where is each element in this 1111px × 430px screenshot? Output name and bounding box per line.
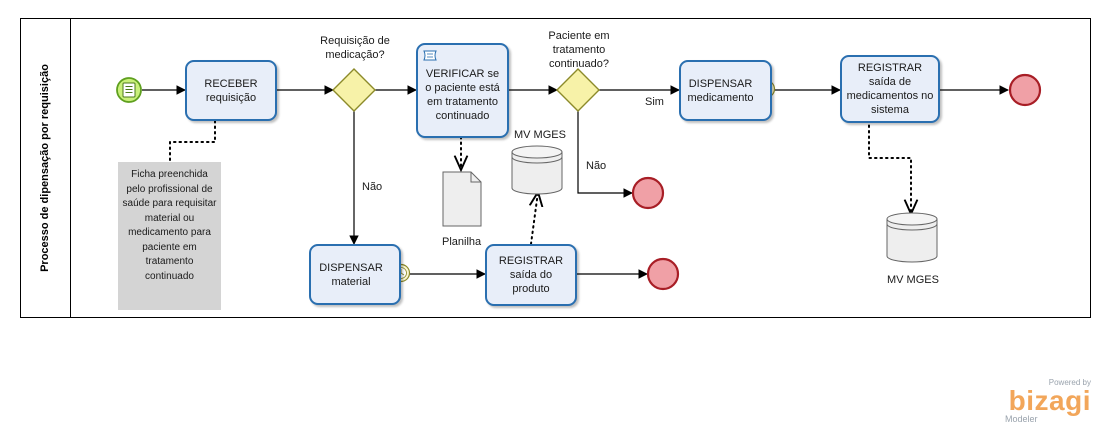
- end-event-1[interactable]: [1008, 73, 1042, 107]
- flow-gateway2-to-end: [577, 111, 633, 198]
- script-icon: [422, 48, 438, 61]
- pool-label-text: Processo de dipensação por requisição: [39, 64, 52, 272]
- task-label: DISPENSAR medicamento: [687, 77, 754, 104]
- association-mv-mges-1: [531, 192, 538, 245]
- data-store-mv-mges-1[interactable]: [511, 145, 563, 195]
- end-event-2[interactable]: [631, 176, 665, 210]
- flow-label-nao-1: Não: [362, 181, 383, 193]
- association-mv-mges-2: [868, 119, 911, 214]
- data-store-label-mv-mges-1: MV MGES: [514, 129, 566, 141]
- data-object-label-planilha: Planilha: [442, 236, 482, 248]
- task-label: DISPENSAR material: [319, 261, 383, 288]
- task-label: REGISTRAR saída de medicamentos no siste…: [846, 62, 934, 116]
- gateway-requisicao[interactable]: [332, 68, 376, 112]
- task-label: REGISTRAR saída do produto: [498, 255, 564, 295]
- sequence-flows: [142, 85, 1009, 279]
- powered-by-text: Powered by: [1048, 378, 1091, 387]
- brand-name: bizagi: [1008, 385, 1091, 416]
- data-store-mv-mges-2[interactable]: [886, 212, 938, 263]
- annotation-text: Ficha preenchida pelo profissional de sa…: [122, 169, 217, 282]
- gateway-paciente[interactable]: [556, 68, 600, 112]
- flow-label-sim: Sim: [645, 96, 664, 108]
- task-label: VERIFICAR se o paciente está em tratamen…: [425, 67, 500, 122]
- pool-label: Processo de dipensação por requisição: [20, 18, 70, 318]
- task-label: RECEBER requisição: [204, 77, 258, 104]
- end-event-3[interactable]: [646, 257, 680, 291]
- task-dispensar-material[interactable]: DISPENSAR material: [309, 244, 401, 305]
- gateway-label-paciente: Paciente em tratamento continuado?: [548, 30, 610, 70]
- task-receber[interactable]: RECEBER requisição: [185, 60, 277, 121]
- association-annotation: [169, 120, 216, 163]
- pool-frame: [20, 18, 1091, 318]
- text-annotation[interactable]: Ficha preenchida pelo profissional de sa…: [118, 162, 221, 310]
- bizagi-logo: Powered by bizagi Modeler: [1001, 378, 1091, 424]
- data-object-planilha[interactable]: [442, 171, 482, 227]
- start-event[interactable]: [116, 77, 142, 103]
- task-registrar-saida-medicamentos[interactable]: REGISTRAR saída de medicamentos no siste…: [840, 55, 940, 123]
- task-verificar[interactable]: VERIFICAR se o paciente está em tratamen…: [416, 43, 509, 138]
- flow-label-nao-2: Não: [586, 160, 607, 172]
- task-dispensar-medicamento[interactable]: DISPENSAR medicamento: [679, 60, 772, 121]
- gateway-label-requisicao: Requisição de medicação?: [320, 35, 390, 61]
- associations: [169, 119, 911, 245]
- brand-product: Modeler: [1005, 414, 1038, 424]
- task-registrar-saida-produto[interactable]: REGISTRAR saída do produto: [485, 244, 577, 306]
- data-store-label-mv-mges-2: MV MGES: [887, 274, 939, 286]
